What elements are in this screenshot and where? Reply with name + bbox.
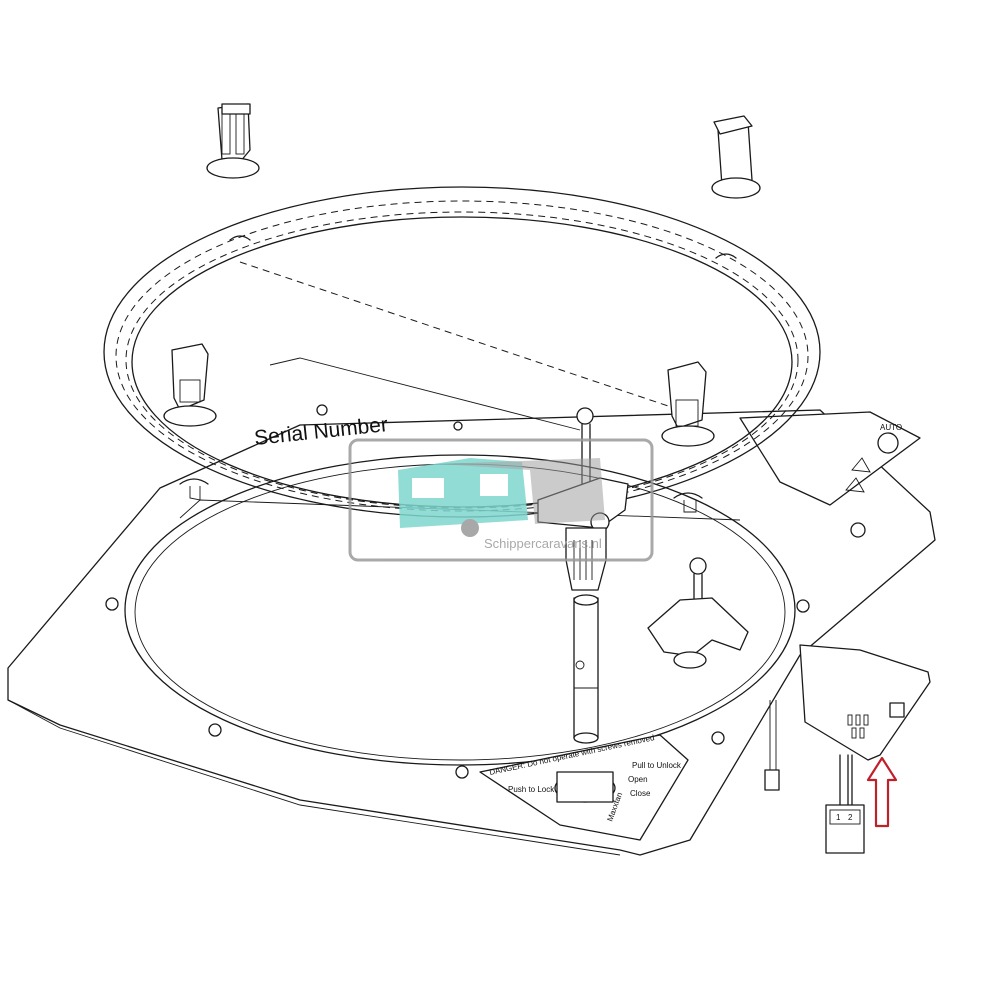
pull-to-unlock-label: Pull to Unlock bbox=[632, 761, 682, 770]
push-to-lock-label: Push to Lock bbox=[508, 785, 555, 794]
watermark: Schippercaravans.nl bbox=[348, 438, 654, 562]
knob bbox=[647, 557, 749, 669]
pin-2-label: 2 bbox=[848, 813, 853, 822]
pin-1-label: 1 bbox=[836, 813, 841, 822]
clip-left-top bbox=[206, 103, 260, 179]
board-label: AUTO bbox=[880, 423, 902, 432]
watermark-text: Schippercaravans.nl bbox=[484, 536, 602, 551]
clip-right-top bbox=[711, 115, 761, 199]
connector-pins bbox=[847, 714, 869, 739]
open-label: Open bbox=[628, 775, 648, 784]
alignment-line bbox=[239, 261, 681, 411]
watermark-caravan-icon bbox=[398, 458, 605, 537]
mounting-holes bbox=[105, 404, 866, 779]
red-arrow-icon bbox=[866, 756, 898, 828]
clip-left-mid bbox=[163, 343, 217, 427]
control-board: 1 2 bbox=[764, 644, 931, 854]
clip-right-mid bbox=[661, 361, 715, 447]
wire-connector: 1 2 bbox=[825, 754, 865, 854]
label-plate: AUTO bbox=[739, 411, 921, 506]
close-label: Close bbox=[630, 789, 651, 798]
warning-triangle-icon bbox=[851, 457, 871, 473]
